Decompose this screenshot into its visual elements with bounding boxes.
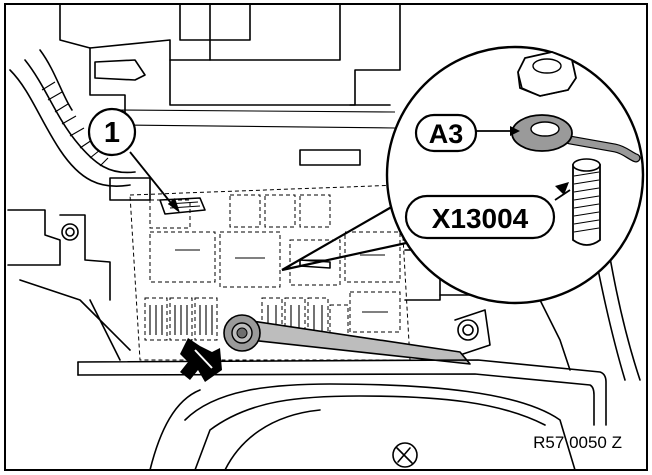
reference-code: R57 0050 Z [533,433,622,452]
flange-nut [517,51,577,97]
ground-strap [223,314,471,365]
fuse-box [129,184,411,361]
engine-bay-drawing [7,4,641,471]
callout-a3-label: A3 [429,119,464,149]
callout-x13004: X13004 [404,194,556,240]
ring-terminal [511,114,641,163]
callout-a3: A3 [414,113,478,153]
callout-x13004-label: X13004 [432,203,529,234]
callout-1: 1 [87,107,180,213]
callout-1-label: 1 [104,117,120,149]
direction-arrow [180,338,222,382]
threaded-stud [572,158,601,246]
